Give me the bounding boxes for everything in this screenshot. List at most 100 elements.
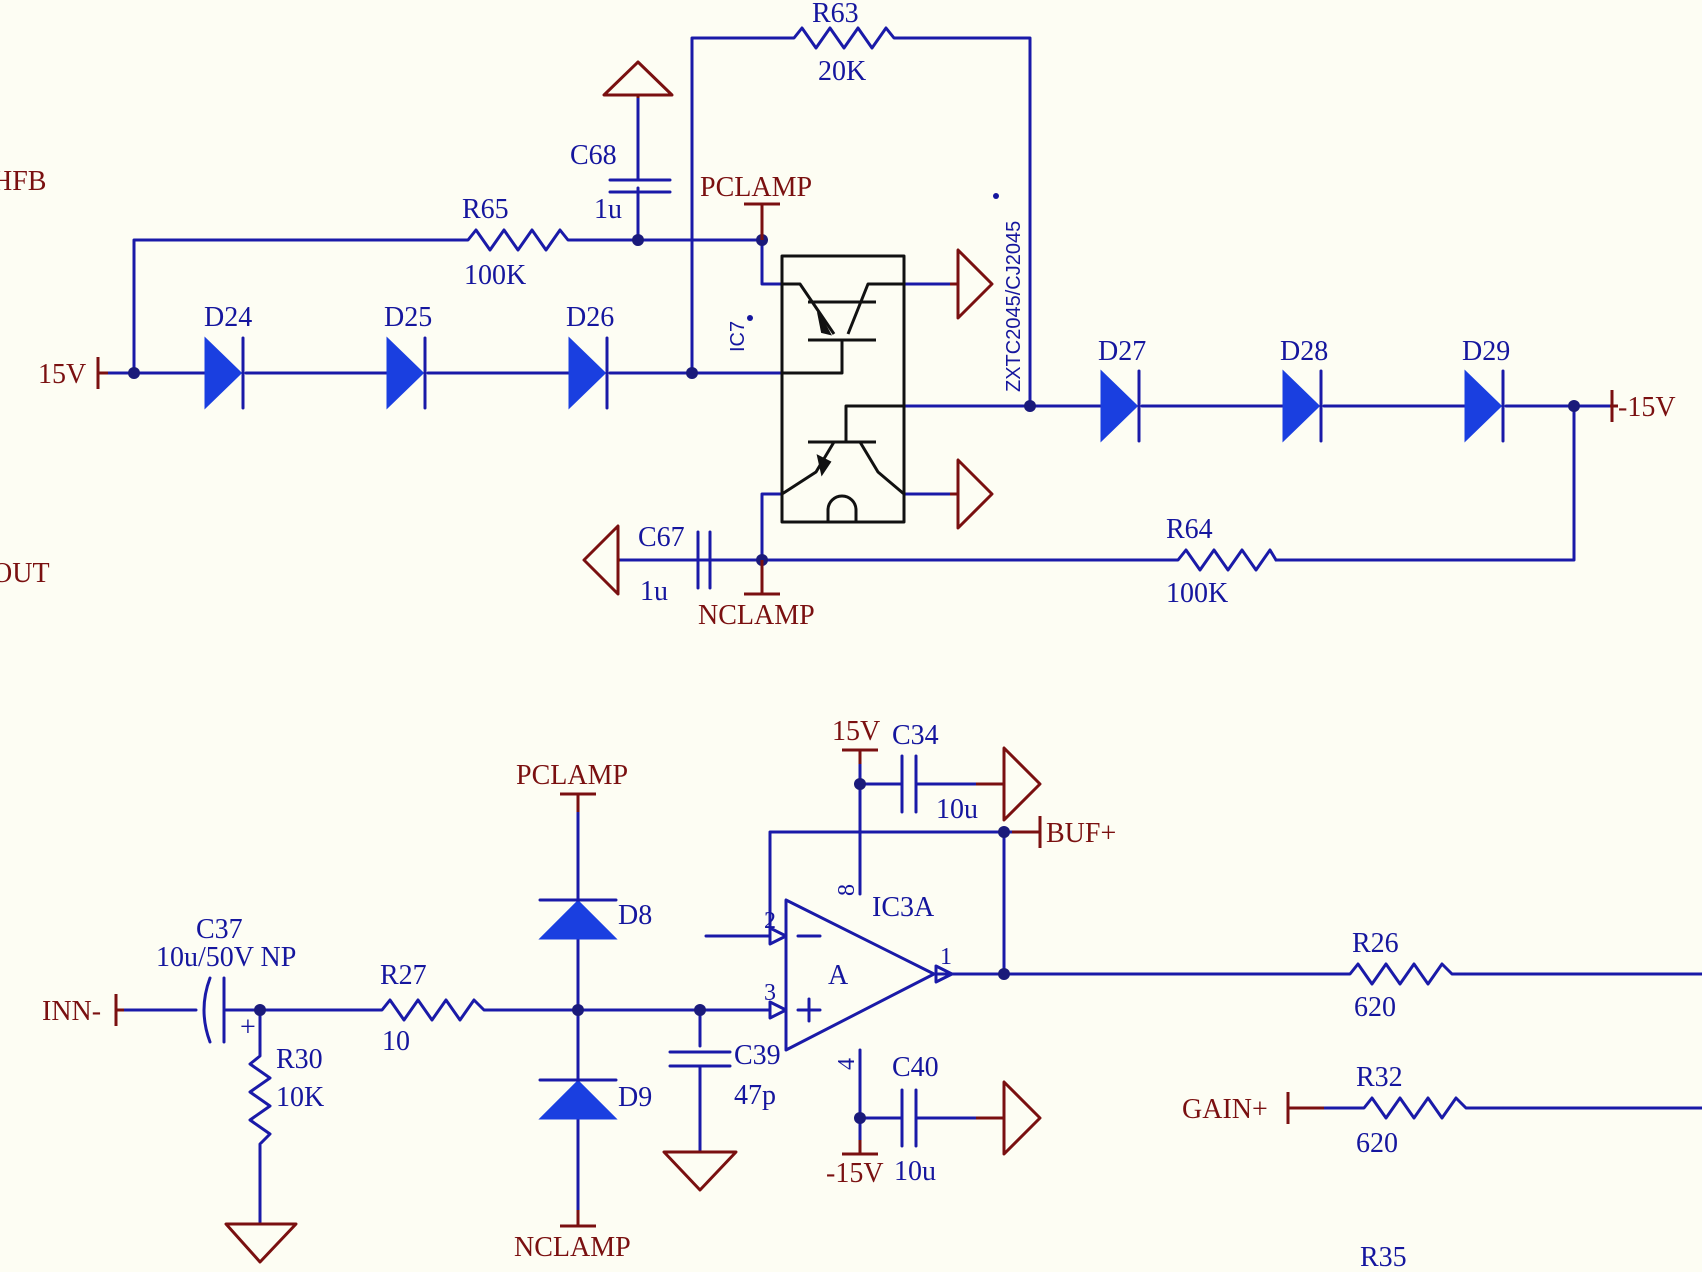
r65-value: 100K: [464, 260, 526, 291]
d9-label: D9: [618, 1082, 652, 1113]
top-circuit: R63 20K R65 100K R64 100K C68 1u C67: [0, 0, 1676, 631]
r63-value: 20K: [818, 56, 866, 87]
net-nclamp-bottom-label: NCLAMP: [514, 1232, 631, 1263]
r27-ref: R27: [380, 960, 427, 991]
ic7-ref: IC7: [727, 321, 749, 352]
net-15v-label: 15V: [38, 359, 86, 390]
diode-d25: D25: [384, 302, 432, 410]
diode-d29: D29: [1462, 336, 1510, 443]
r35-ref: R35: [1360, 1242, 1407, 1272]
ic3a-pin-vneg: 4: [834, 1058, 860, 1070]
diode-d26: D26: [566, 302, 614, 410]
r64-value: 100K: [1166, 578, 1228, 609]
c37-value: 10u/50V NP: [156, 942, 296, 973]
capacitor-c34: C34 10u: [892, 720, 978, 825]
ic7-part: ZXTC2045/CJ2045: [1003, 221, 1025, 392]
c39-value: 47p: [734, 1080, 776, 1111]
d27-label: D27: [1098, 336, 1146, 367]
ic7-transistor-pair: IC7 ZXTC2045/CJ2045: [727, 193, 1025, 524]
net-gain-plus-label: GAIN+: [1182, 1094, 1268, 1125]
c34-value: 10u: [936, 794, 978, 825]
r27-value: 10: [382, 1026, 410, 1057]
net-out-label: OUT: [0, 558, 50, 589]
d26-label: D26: [566, 302, 614, 333]
ic7-pin1-dot: [747, 315, 753, 321]
top-wires: [96, 36, 1612, 562]
c37-plus-icon: +: [240, 1012, 256, 1043]
r64-ref: R64: [1166, 514, 1213, 545]
bottom-circuit: + C37 10u/50V NP R27 10 R30 10K D8 D9: [42, 716, 1702, 1272]
ground-symbol: [582, 524, 620, 596]
net-pclamp: PCLAMP: [700, 172, 812, 240]
d25-label: D25: [384, 302, 432, 333]
resistor-r32: R32 620: [1356, 1062, 1504, 1159]
diode-d8: D8: [538, 898, 652, 940]
ic3a-unit: A: [828, 960, 849, 991]
r32-value: 620: [1356, 1128, 1398, 1159]
d29-label: D29: [1462, 336, 1510, 367]
net-minus-15v-bottom-label: -15V: [826, 1158, 884, 1189]
net-gain-plus: GAIN+: [1182, 1092, 1324, 1125]
capacitor-c40: C40 10u: [892, 1052, 939, 1187]
ground-symbol: [224, 1222, 298, 1264]
ground-symbol: [662, 1150, 738, 1192]
r26-value: 620: [1354, 992, 1396, 1023]
resistor-r30: R30 10K: [248, 1044, 324, 1158]
ic3a-pin-vpos: 8: [834, 884, 860, 896]
net-buf-plus-label: BUF+: [1046, 818, 1116, 849]
c37-ref: C37: [196, 914, 243, 945]
junction-dot: [686, 367, 698, 379]
c68-value: 1u: [594, 194, 622, 225]
diode-d24: D24: [204, 302, 252, 410]
r65-ref: R65: [462, 194, 509, 225]
net-nclamp-bottom: NCLAMP: [514, 1210, 631, 1263]
c40-value: 10u: [894, 1156, 936, 1187]
c34-ref: C34: [892, 720, 939, 751]
resistor-r27: R27 10: [350, 960, 498, 1057]
bottom-junctions: [254, 778, 1010, 1124]
junction-dot: [854, 1112, 866, 1124]
ground-symbol: [950, 248, 994, 320]
junction-dot: [254, 1004, 266, 1016]
junction-dot: [1024, 400, 1036, 412]
net-inn-minus-label: INN-: [42, 996, 101, 1027]
top-junctions: [128, 234, 1580, 566]
c39-ref: C39: [734, 1040, 781, 1071]
capacitor-c67: C67 1u: [618, 522, 712, 607]
ground-symbol: [976, 746, 1042, 822]
net-pclamp-bottom: PCLAMP: [516, 760, 628, 812]
junction-dot: [128, 367, 140, 379]
junction-dot: [1568, 400, 1580, 412]
diode-d9: D9: [538, 1078, 652, 1120]
net-minus-15v-label: -15V: [1618, 392, 1676, 423]
net-15v-bottom-label: 15V: [832, 716, 880, 747]
r32-ref: R32: [1356, 1062, 1403, 1093]
ic3a-pin-out: 1: [940, 944, 952, 970]
ground-symbol: [602, 60, 674, 98]
d24-label: D24: [204, 302, 252, 333]
ic7-part-dot: [993, 193, 999, 199]
diode-d27: D27: [1098, 336, 1146, 443]
capacitor-c37: + C37 10u/50V NP: [156, 914, 296, 1044]
ic3a-ref: IC3A: [872, 892, 935, 923]
net-inn-minus: INN-: [42, 994, 124, 1027]
d28-label: D28: [1280, 336, 1328, 367]
net-hfb-label: HFB: [0, 166, 46, 197]
diode-d28: D28: [1280, 336, 1328, 443]
opamp-ic3a: A IC3A 2 3 1 8 4: [764, 884, 954, 1070]
capacitor-c68: C68 1u: [570, 96, 672, 225]
c40-ref: C40: [892, 1052, 939, 1083]
ground-symbol: [950, 458, 994, 530]
resistor-r65: R65 100K: [454, 194, 578, 291]
ic3a-pin-noninv: 3: [764, 980, 776, 1006]
d8-label: D8: [618, 900, 652, 931]
junction-dot: [572, 1004, 584, 1016]
net-minus-15v-bottom: -15V: [826, 1140, 884, 1189]
c68-ref: C68: [570, 140, 617, 171]
c67-ref: C67: [638, 522, 685, 553]
junction-dot: [694, 1004, 706, 1016]
r30-ref: R30: [276, 1044, 323, 1075]
ic3a-pin-inv: 2: [764, 908, 776, 934]
r63-ref: R63: [812, 0, 859, 29]
